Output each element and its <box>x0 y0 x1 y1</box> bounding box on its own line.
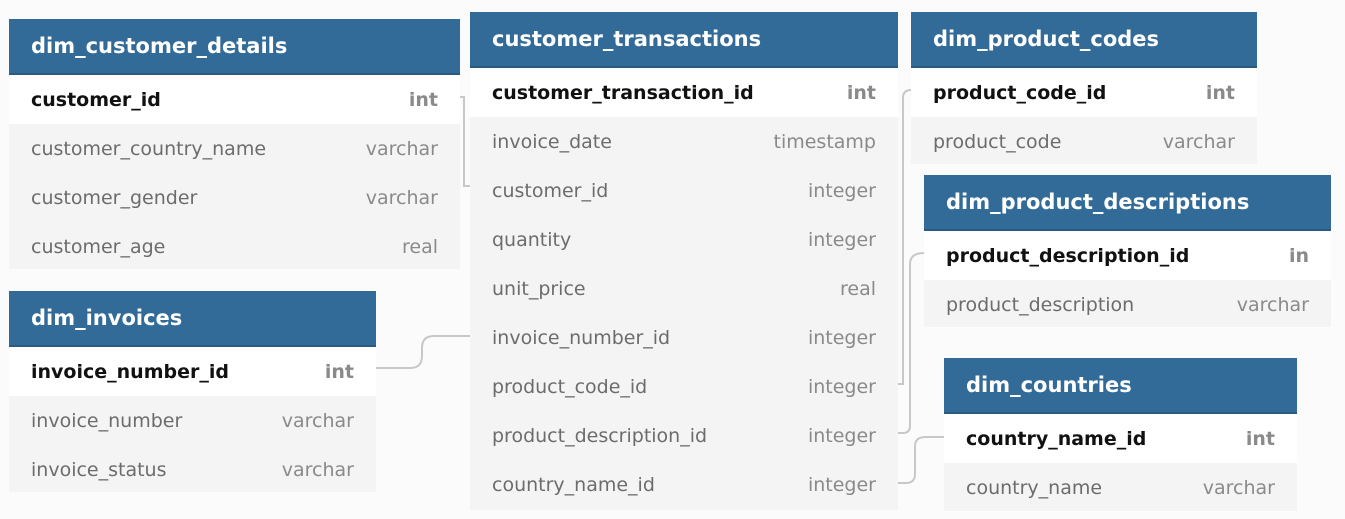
table-header[interactable]: dim_customer_details <box>9 19 460 75</box>
table-row[interactable]: customer_age real <box>9 222 460 269</box>
table-header[interactable]: dim_product_descriptions <box>924 175 1331 231</box>
column-name: country_name_id <box>966 427 1147 450</box>
column-name: invoice_status <box>31 458 167 481</box>
column-name: customer_gender <box>31 186 198 209</box>
table-row[interactable]: country_name varchar <box>944 463 1297 511</box>
column-type: integer <box>807 228 876 251</box>
column-name: unit_price <box>492 277 586 300</box>
column-name: quantity <box>492 228 572 251</box>
connector-product-code-id <box>898 89 912 385</box>
table-row[interactable]: customer_gender varchar <box>9 173 460 222</box>
column-name: product_code_id <box>492 375 648 398</box>
column-name: customer_transaction_id <box>492 81 754 104</box>
connector-invoice-number-id <box>376 335 470 369</box>
column-name: product_description <box>946 293 1135 316</box>
column-type: int <box>846 81 876 104</box>
table-row[interactable]: invoice_number varchar <box>9 396 376 445</box>
table-header[interactable]: customer_transactions <box>470 12 898 68</box>
column-type: integer <box>807 375 876 398</box>
table-dim-customer-details[interactable]: dim_customer_details customer_id int cus… <box>9 19 460 269</box>
column-type: integer <box>807 326 876 349</box>
table-header[interactable]: dim_countries <box>944 358 1297 414</box>
column-type: varchar <box>281 458 354 481</box>
column-name: product_description_id <box>946 244 1190 267</box>
table-row[interactable]: customer_id integer <box>470 166 898 215</box>
column-name: product_code <box>933 130 1062 153</box>
table-row[interactable]: customer_country_name varchar <box>9 124 460 173</box>
table-header[interactable]: dim_product_codes <box>911 12 1257 68</box>
column-name: product_description_id <box>492 424 708 447</box>
table-row[interactable]: quantity integer <box>470 215 898 264</box>
column-name: customer_id <box>31 88 161 111</box>
table-dim-product-codes[interactable]: dim_product_codes product_code_id int pr… <box>911 12 1257 164</box>
column-type: varchar <box>281 409 354 432</box>
table-row[interactable]: invoice_date timestamp <box>470 117 898 166</box>
column-type: int <box>408 88 438 111</box>
connector-product-description-id <box>898 252 925 434</box>
table-header[interactable]: dim_invoices <box>9 291 376 347</box>
table-row[interactable]: unit_price real <box>470 264 898 313</box>
column-name: product_code_id <box>933 81 1107 104</box>
connector-customer-id <box>460 96 470 187</box>
column-type: timestamp <box>773 130 877 153</box>
column-name: invoice_number_id <box>492 326 671 349</box>
column-name: invoice_number_id <box>31 360 229 383</box>
connector-country-name-id <box>898 436 944 484</box>
table-row[interactable]: product_description_id integer <box>470 411 898 460</box>
column-name: invoice_date <box>492 130 612 153</box>
column-name: customer_age <box>31 235 166 258</box>
table-row[interactable]: country_name_id integer <box>470 460 898 509</box>
column-name: country_name_id <box>492 473 655 496</box>
column-type: integer <box>807 179 876 202</box>
column-name: customer_id <box>492 179 609 202</box>
column-type: int <box>1205 81 1235 104</box>
table-customer-transactions[interactable]: customer_transactions customer_transacti… <box>470 12 898 510</box>
table-row[interactable]: invoice_status varchar <box>9 445 376 492</box>
table-row[interactable]: customer_id int <box>9 75 460 124</box>
column-type: int <box>1245 427 1275 450</box>
column-type: varchar <box>1162 130 1235 153</box>
column-type: real <box>839 277 876 300</box>
column-type: in <box>1288 244 1309 267</box>
table-row[interactable]: product_code varchar <box>911 117 1257 164</box>
table-row[interactable]: country_name_id int <box>944 414 1297 463</box>
table-row[interactable]: customer_transaction_id int <box>470 68 898 117</box>
column-type: integer <box>807 473 876 496</box>
table-row[interactable]: invoice_number_id integer <box>470 313 898 362</box>
column-name: invoice_number <box>31 409 183 432</box>
column-type: varchar <box>1202 476 1275 499</box>
table-dim-product-descriptions[interactable]: dim_product_descriptions product_descrip… <box>924 175 1331 327</box>
column-type: varchar <box>1236 293 1309 316</box>
column-type: varchar <box>365 137 438 160</box>
table-row[interactable]: product_description varchar <box>924 280 1331 327</box>
table-dim-invoices[interactable]: dim_invoices invoice_number_id int invoi… <box>9 291 376 492</box>
table-row[interactable]: product_code_id int <box>911 68 1257 117</box>
column-type: varchar <box>365 186 438 209</box>
column-type: integer <box>807 424 876 447</box>
column-type: int <box>324 360 354 383</box>
column-name: country_name <box>966 476 1103 499</box>
table-row[interactable]: invoice_number_id int <box>9 347 376 396</box>
table-row[interactable]: product_code_id integer <box>470 362 898 411</box>
column-name: customer_country_name <box>31 137 267 160</box>
column-type: real <box>401 235 438 258</box>
table-dim-countries[interactable]: dim_countries country_name_id int countr… <box>944 358 1297 511</box>
table-row[interactable]: product_description_id in <box>924 231 1331 280</box>
